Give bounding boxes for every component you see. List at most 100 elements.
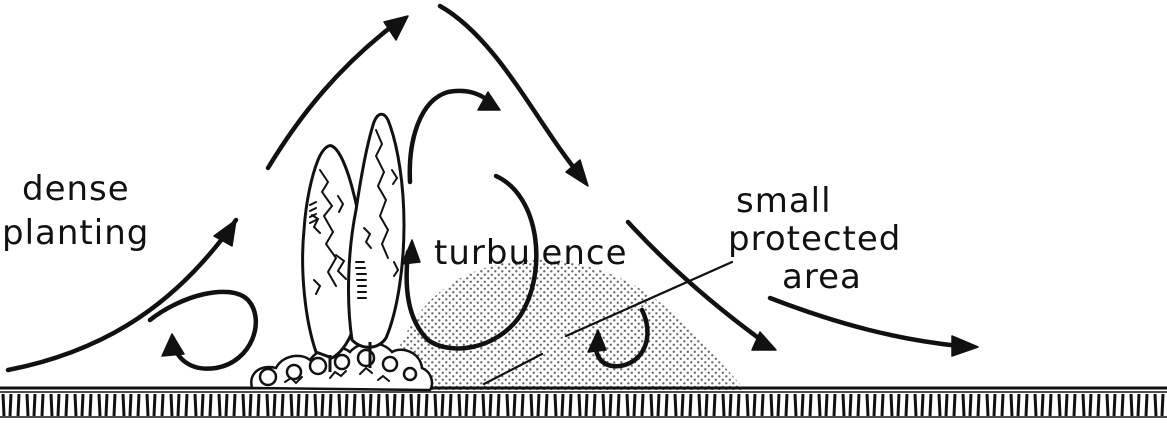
ground-hatch-mark: [42, 394, 43, 416]
ground-hatch-mark: [466, 394, 467, 416]
ground-hatch-mark: [418, 394, 419, 416]
ground-hatch-mark: [1114, 394, 1115, 416]
ground-hatch-mark: [274, 394, 275, 416]
ground-hatch-mark: [634, 394, 635, 416]
ground-hatch-mark: [1050, 394, 1051, 416]
turbulence-eddy-upper: [410, 91, 492, 182]
ground-hatch-mark: [459, 394, 460, 416]
ground-hatch-mark: [442, 394, 443, 416]
ground-hatch-mark: [315, 394, 316, 416]
ground-hatch-mark: [1090, 394, 1091, 416]
ground-hatch-mark: [426, 394, 427, 416]
ground-hatch-mark: [1066, 394, 1067, 416]
ground-hatch-mark: [690, 394, 691, 416]
ground-hatch-mark: [147, 394, 148, 416]
ground-hatch-mark: [66, 394, 67, 416]
ground-hatch-mark: [562, 394, 563, 416]
ground-hatch-mark: [891, 394, 892, 416]
ground-hatch-mark: [1074, 394, 1075, 416]
ground-hatch-mark: [291, 394, 292, 416]
ground-hatch-mark: [522, 394, 523, 416]
ground-hatch-mark: [978, 394, 979, 416]
ground-hatch-mark: [627, 394, 628, 416]
ground-hatch-mark: [795, 394, 796, 416]
ground-hatch-mark: [250, 394, 251, 416]
ground-hatch-mark: [346, 394, 347, 416]
ground-hatch-mark: [483, 394, 484, 416]
airflow-arrowhead-2: [384, 16, 408, 40]
ground-hatch-mark: [682, 394, 683, 416]
ground-hatch-mark: [154, 394, 155, 416]
ground-hatch-mark: [27, 394, 28, 416]
ground-hatch-mark: [586, 394, 587, 416]
ground-hatch-mark: [778, 394, 779, 416]
ground-hatch-mark: [723, 394, 724, 416]
ground-hatch-mark: [114, 394, 115, 416]
airflow-arrowhead-5: [952, 336, 978, 356]
ground-hatch-mark: [730, 394, 731, 416]
ground-hatch-mark: [402, 394, 403, 416]
ground-hatch-mark: [258, 394, 259, 416]
ground-hatch-mark: [219, 394, 220, 416]
ground-hatch-mark: [603, 394, 604, 416]
ground-hatch-mark: [658, 394, 659, 416]
ground-hatch-mark: [939, 394, 940, 416]
airflow-exit-arrow-5: [770, 298, 960, 346]
ground-hatch-mark: [202, 394, 203, 416]
ground-hatch-mark: [666, 394, 667, 416]
ground-hatch-mark: [906, 394, 907, 416]
ground-hatch-mark: [867, 394, 868, 416]
ground-hatch-mark: [1138, 394, 1139, 416]
ground-hatch-mark: [1146, 394, 1147, 416]
ground-hatch-mark: [58, 394, 59, 416]
small-protected-area-label-line2: protected: [728, 219, 901, 259]
ground-hatch-mark: [762, 394, 763, 416]
ground-hatch-mark: [987, 394, 988, 416]
ground-hatch-mark: [610, 394, 611, 416]
ground-hatch-mark: [579, 394, 580, 416]
ground-hatch-mark: [138, 394, 139, 416]
ground-hatch-mark: [1083, 394, 1084, 416]
ground-hatch-mark: [771, 394, 772, 416]
small-protected-area-label-line3: area: [782, 257, 862, 297]
ground-hatch-mark: [162, 394, 163, 416]
ground-hatch-mark: [699, 394, 700, 416]
ground-hatch-mark: [18, 394, 19, 416]
ground-hatch-mark: [123, 394, 124, 416]
ground-hatch-mark: [858, 394, 859, 416]
ground-hatch-mark: [498, 394, 499, 416]
ground-hatch-mark: [843, 394, 844, 416]
ground-hatch-mark: [378, 394, 379, 416]
ground-hatch-mark: [882, 394, 883, 416]
ground-hatch-mark: [802, 394, 803, 416]
ground-hatch-mark: [826, 394, 827, 416]
ground-hatch-mark: [267, 394, 268, 416]
ground-hatch-mark: [850, 394, 851, 416]
ground-hatch-mark: [651, 394, 652, 416]
ground-hatch-mark: [435, 394, 436, 416]
ground-hatch-mark: [106, 394, 107, 416]
ground-hatch-mark: [99, 394, 100, 416]
ground-hatch-mark: [234, 394, 235, 416]
ground-hatch-mark: [186, 394, 187, 416]
ground-hatch-mark: [675, 394, 676, 416]
ground-hatch-mark: [1059, 394, 1060, 416]
cypress-trees-icon: [303, 114, 404, 372]
ground-hatch-mark: [915, 394, 916, 416]
ground-hatch-mark: [75, 394, 76, 416]
dense-planting-label-line1: dense: [22, 169, 130, 209]
ground-hatch-mark: [10, 394, 11, 416]
ground-hatch-mark: [1098, 394, 1099, 416]
ground-hatch-mark: [954, 394, 955, 416]
ground-hatch-mark: [298, 394, 299, 416]
ground-hatch-mark: [243, 394, 244, 416]
ground-hatch-mark: [1035, 394, 1036, 416]
ground-hatch-mark: [874, 394, 875, 416]
ground-hatch-mark: [195, 394, 196, 416]
ground-hatch-mark: [514, 394, 515, 416]
ground-hatch-mark: [171, 394, 172, 416]
ground-hatch-mark: [994, 394, 995, 416]
ground-hatch-mark: [82, 394, 83, 416]
turbulence-label: turbulence: [434, 233, 628, 273]
